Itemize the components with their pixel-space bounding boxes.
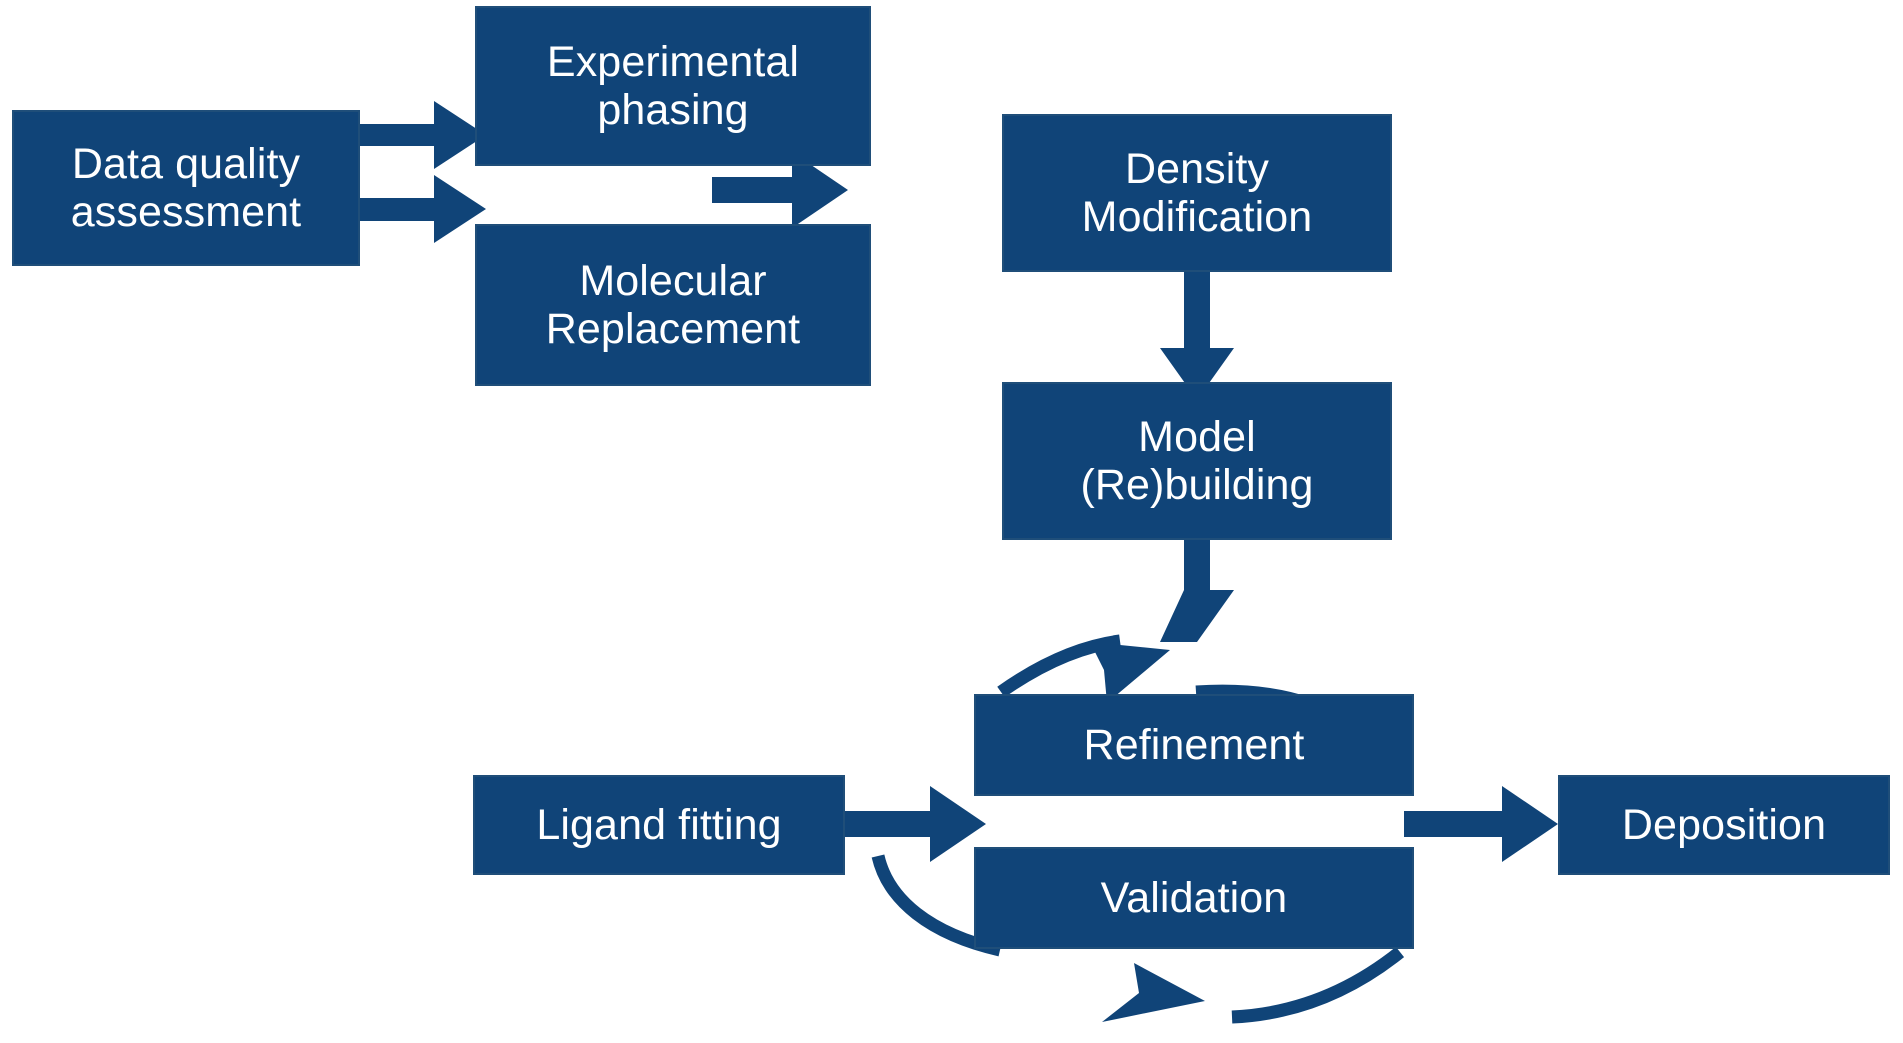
- node-refinement[interactable]: Refinement: [974, 694, 1414, 796]
- node-deposition[interactable]: Deposition: [1558, 775, 1890, 875]
- node-experimental-phasing[interactable]: Experimental phasing: [475, 6, 871, 166]
- arrow-model-to-refinement: [1160, 538, 1234, 642]
- node-ligand-fitting[interactable]: Ligand fitting: [473, 775, 845, 875]
- node-model-rebuilding[interactable]: Model (Re)building: [1002, 382, 1392, 540]
- cycle-arrowhead-bottom: [1102, 963, 1205, 1022]
- arrow-data-quality-to-molecular: [358, 175, 486, 243]
- cycle-arc-lower-right: [1231, 946, 1405, 1024]
- arrow-validation-to-deposition: [1404, 786, 1558, 862]
- cycle-arc-upper-left: [997, 634, 1121, 698]
- arrow-data-quality-to-experimental: [358, 101, 486, 169]
- arrow-density-to-model: [1160, 270, 1234, 400]
- arrow-ligand-to-refinement: [843, 786, 986, 862]
- node-molecular-replacement[interactable]: Molecular Replacement: [475, 224, 871, 386]
- node-density-modification[interactable]: Density Modification: [1002, 114, 1392, 272]
- node-data-quality-assessment[interactable]: Data quality assessment: [12, 110, 360, 266]
- node-validation[interactable]: Validation: [974, 847, 1414, 949]
